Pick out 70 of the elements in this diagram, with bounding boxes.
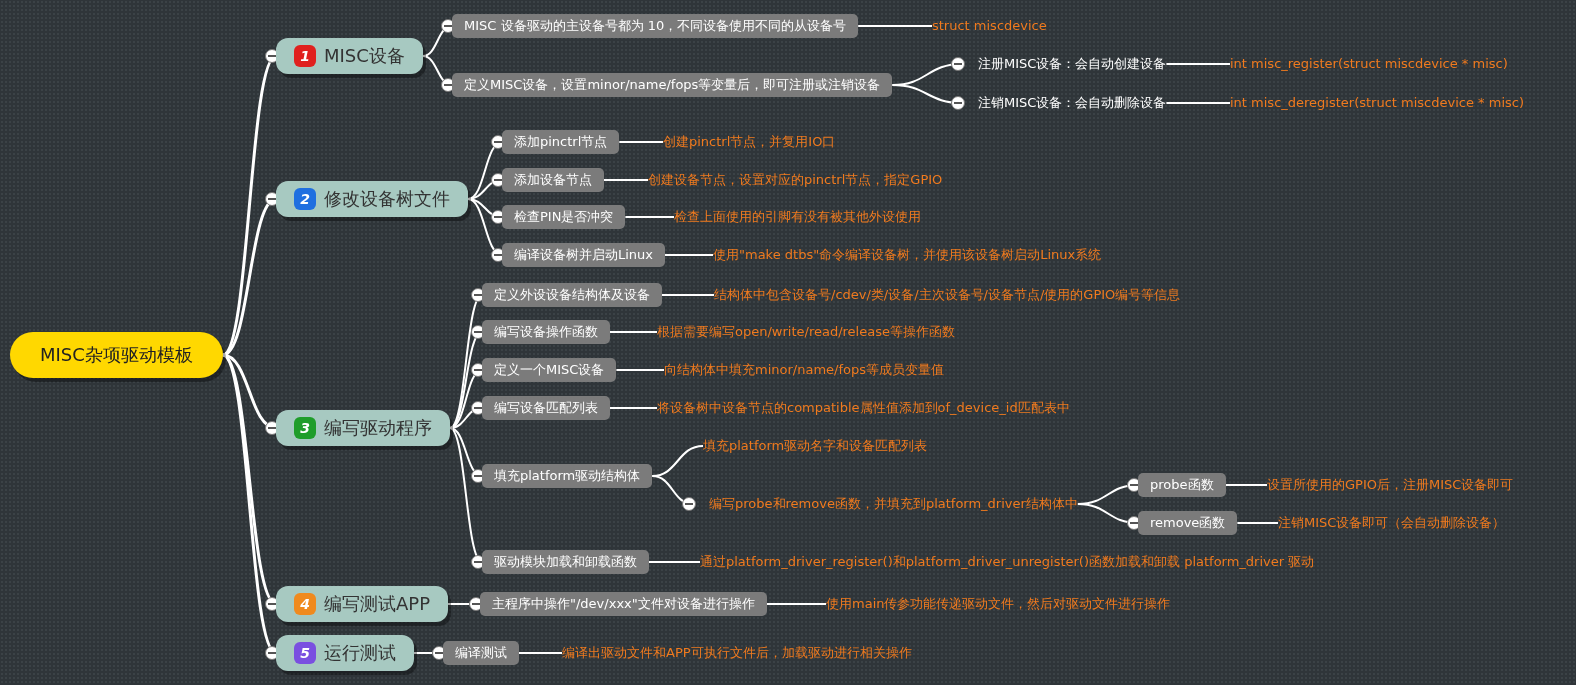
topic-label: 编写驱动程序 [324, 416, 432, 440]
branch-line [891, 84, 966, 111]
branch-line [603, 179, 649, 181]
subtopic-box: 编译设备树并启动Linux [502, 243, 666, 267]
branch-line [618, 141, 664, 143]
subtopic-box: 填充platform驱动结构体 [482, 464, 653, 488]
subtopic-box: probe函数 [1138, 473, 1226, 497]
number-badge: 1 [294, 45, 316, 67]
topic-box [276, 635, 414, 671]
number-badge: 4 [294, 593, 316, 615]
branch-line [518, 652, 563, 654]
note-text: 编译出驱动文件和APP可执行文件后，加载驱动进行相关操作 [562, 644, 912, 662]
branch-line [1165, 63, 1231, 65]
topic-label: 修改设备树文件 [324, 187, 450, 211]
note-text: 创建设备节点，设置对应的pinctrl节点，指定GPIO [648, 171, 943, 189]
branch-line [1165, 102, 1231, 104]
topic-label: MISC设备 [324, 44, 405, 68]
note-text: 设置所使用的GPIO后，注册MISC设备即可 [1267, 476, 1514, 494]
subtopic-box: MISC 设备驱动的主设备号都为 10，不同设备使用不同的从设备号 [452, 14, 859, 38]
topic-box [276, 38, 423, 74]
note-text: 向结构体中填充minor/name/fops等成员变量值 [664, 361, 944, 379]
subtopic-box: 定义一个MISC设备 [482, 358, 617, 382]
branch-line [661, 294, 715, 296]
branch-line [765, 603, 827, 605]
subtopic-box: 编译测试 [443, 641, 519, 665]
subtopic-box: 编写设备操作函数 [482, 320, 610, 344]
note-text: 使用main传参功能传递驱动文件，然后对驱动文件进行操作 [826, 595, 1171, 613]
note-text: 检查上面使用的引脚有没有被其他外设使用 [674, 208, 921, 226]
number-badge: 2 [294, 188, 316, 210]
note-text: 填充platform驱动名字和设备匹配列表 [703, 437, 928, 455]
number-badge: 3 [294, 417, 316, 439]
branch-line [609, 331, 658, 333]
branch-line [857, 25, 933, 27]
branch-line [648, 561, 701, 563]
topic-label: 编写测试APP [324, 592, 431, 616]
topic-box [276, 586, 449, 622]
branch-line [1236, 522, 1279, 524]
note-text: 结构体中包含设备号/cdev/类/设备/主次设备号/设备节点/使用的GPIO编号等信息 [714, 286, 1181, 304]
branch-line [615, 369, 665, 371]
note-text: 创建pinctrl节点，并复用IO口 [663, 133, 836, 151]
branch-line [609, 407, 658, 409]
subtopic-box: 添加pinctrl节点 [502, 130, 620, 154]
branch-line [624, 216, 675, 218]
note-text: int misc_deregister(struct miscdevice * misc) [1230, 94, 1524, 112]
note-text: 将设备树中设备节点的compatible属性值添加到of_device_id匹配表中 [657, 399, 1070, 417]
subtopic-box: remove函数 [1138, 511, 1238, 535]
subtopic-box: 编写设备匹配列表 [482, 396, 610, 420]
subtopic-box: 检查PIN是否冲突 [502, 205, 626, 229]
number-badge: 5 [294, 642, 316, 664]
note-text: 编写probe和remove函数，并填充到platform_driver结构体中 [693, 495, 1078, 513]
subtopic-box: 驱动模块加载和卸载函数 [482, 550, 649, 574]
subtopic-box: 定义外设设备结构体及设备 [482, 283, 662, 307]
subtopic-text: 注册MISC设备：会自动创建设备 [962, 55, 1167, 73]
note-text: struct miscdevice [932, 17, 1047, 35]
root-topic: MISC杂项驱动模板 [10, 332, 223, 378]
subtopic-text: 注销MISC设备：会自动删除设备 [962, 94, 1167, 112]
topic-box [276, 181, 468, 217]
branch-line [1224, 484, 1268, 486]
note-text: 使用"make dtbs"命令编译设备树，并使用该设备树启动Linux系统 [713, 246, 1102, 264]
subtopic-box: 添加设备节点 [502, 168, 604, 192]
subtopic-box: 定义MISC设备，设置minor/name/fops等变量后，即可注册或注销设备 [452, 73, 893, 97]
note-text: int misc_register(struct miscdevice * misc) [1230, 55, 1508, 73]
subtopic-box: 主程序中操作"/dev/xxx"文件对设备进行操作 [480, 592, 767, 616]
branch-line [664, 254, 714, 256]
topic-box [276, 410, 450, 446]
note-text: 注销MISC设备即可（会自动删除设备） [1278, 514, 1506, 532]
note-text: 根据需要编写open/write/read/release等操作函数 [657, 323, 955, 341]
branch-line [651, 475, 697, 512]
topic-label: 运行测试 [324, 641, 396, 665]
note-text: 通过platform_driver_register()和platform_driver_unregister()函数加载和卸载 platform_driver 驱动 [700, 553, 1315, 571]
